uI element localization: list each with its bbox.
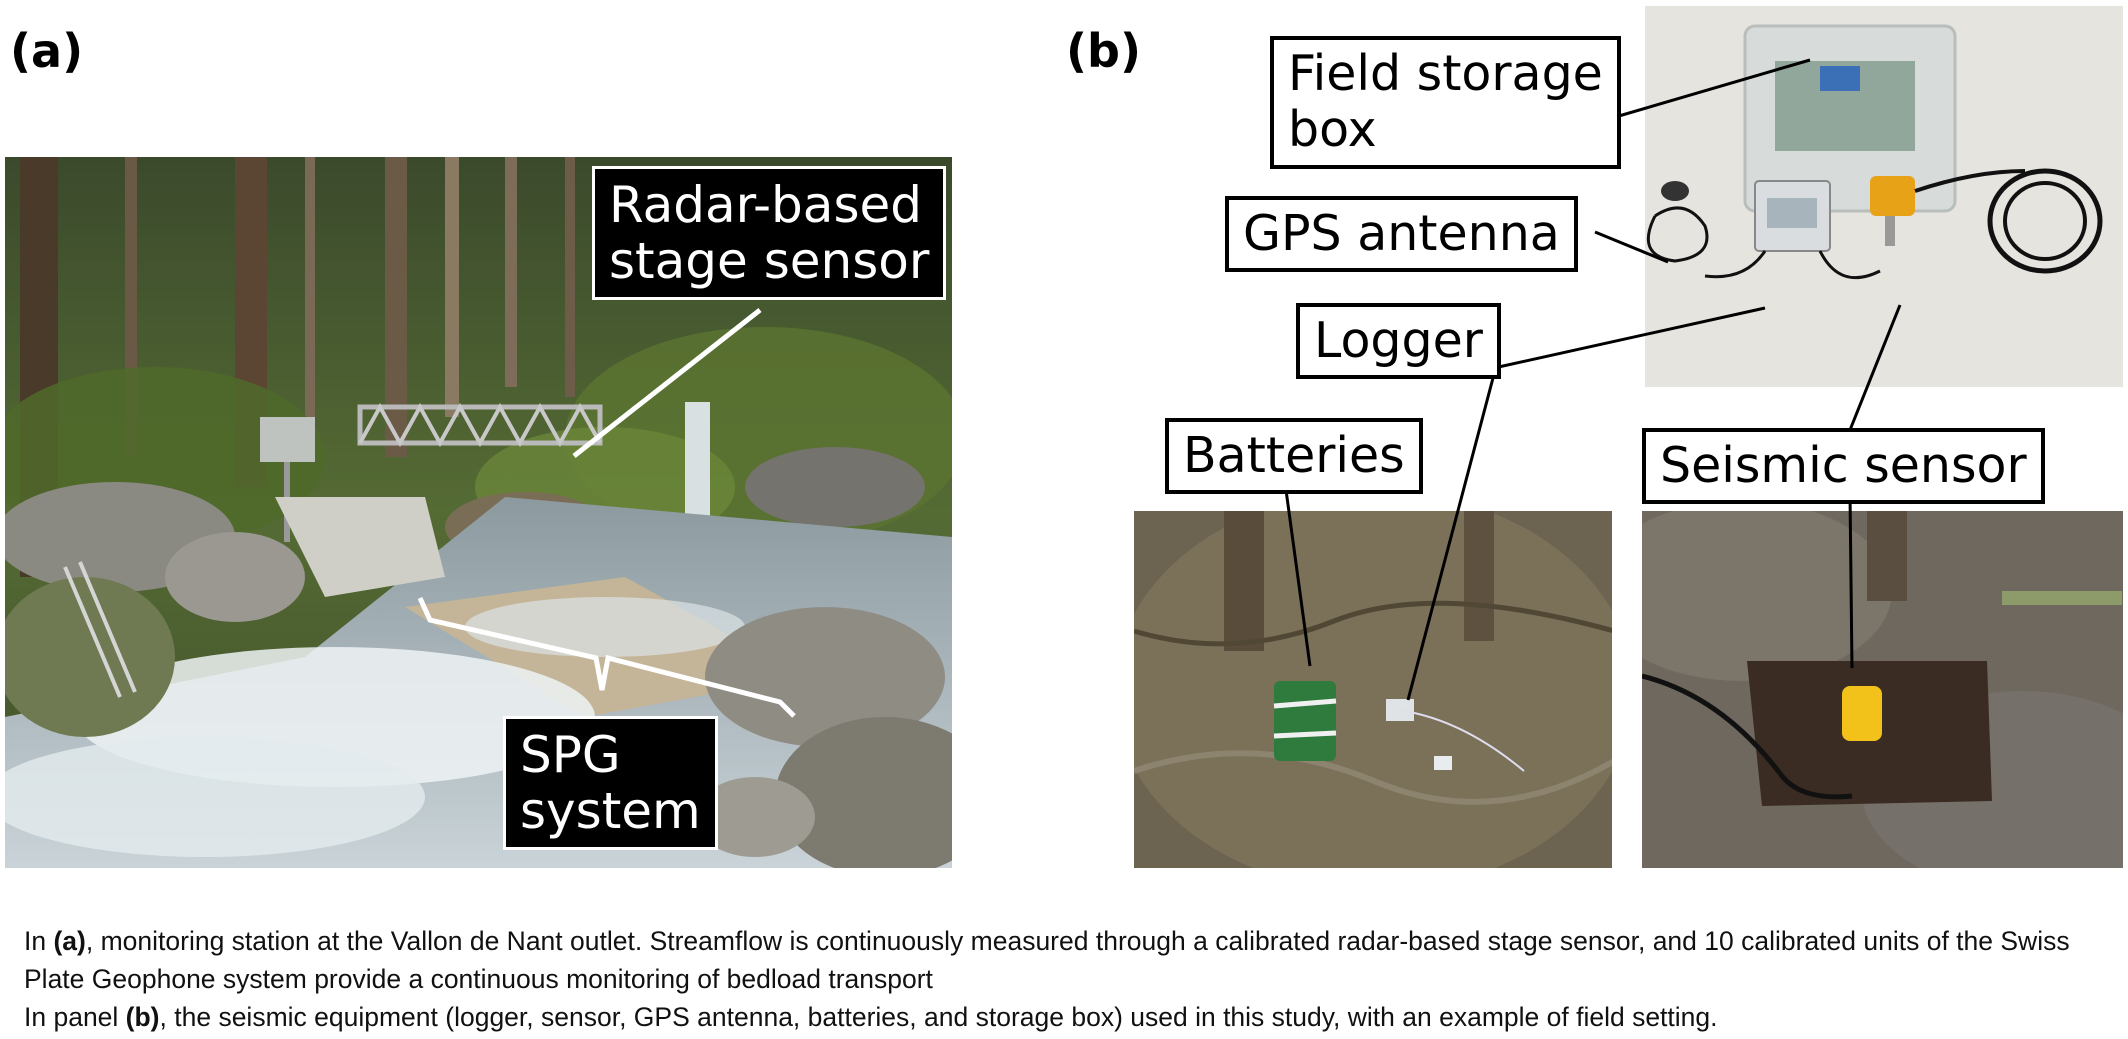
spg-system-label: SPG system (503, 716, 718, 850)
storage-label-line2: box (1288, 101, 1377, 159)
figure-caption: In (a), monitoring station at the Vallon… (24, 922, 2104, 1036)
caption-a-prefix: In (24, 926, 54, 956)
batteries-label: Batteries (1165, 418, 1423, 495)
equipment-photo (1645, 6, 2123, 387)
caption-b-text: , the seismic equipment (logger, sensor,… (159, 1002, 1718, 1032)
radar-sensor-label: Radar-based stage sensor (592, 166, 947, 300)
panel-a-letter: (a) (10, 24, 84, 78)
spg-label-line1: SPG (520, 726, 621, 784)
seismic-sensor-label: Seismic sensor (1642, 428, 2045, 505)
seismic-sensor-field-photo (1642, 511, 2123, 868)
storage-box-label: Field storage box (1270, 36, 1621, 169)
caption-line-b: In panel (b), the seismic equipment (log… (24, 998, 2104, 1036)
radar-label-line2: stage sensor (609, 232, 930, 290)
spg-label-line2: system (520, 782, 701, 840)
caption-line-a: In (a), monitoring station at the Vallon… (24, 922, 2104, 998)
radar-label-line1: Radar-based (609, 176, 922, 234)
panel-b-letter: (b) (1066, 24, 1141, 78)
caption-b-prefix: In panel (24, 1002, 126, 1032)
storage-label-line1: Field storage (1288, 45, 1603, 102)
caption-b-ref: (b) (125, 1002, 160, 1032)
gps-antenna-label: GPS antenna (1225, 196, 1578, 273)
batteries-field-photo (1134, 511, 1612, 868)
logger-label: Logger (1296, 303, 1501, 380)
caption-a-text: , monitoring station at the Vallon de Na… (24, 926, 2070, 994)
caption-a-ref: (a) (53, 926, 86, 956)
